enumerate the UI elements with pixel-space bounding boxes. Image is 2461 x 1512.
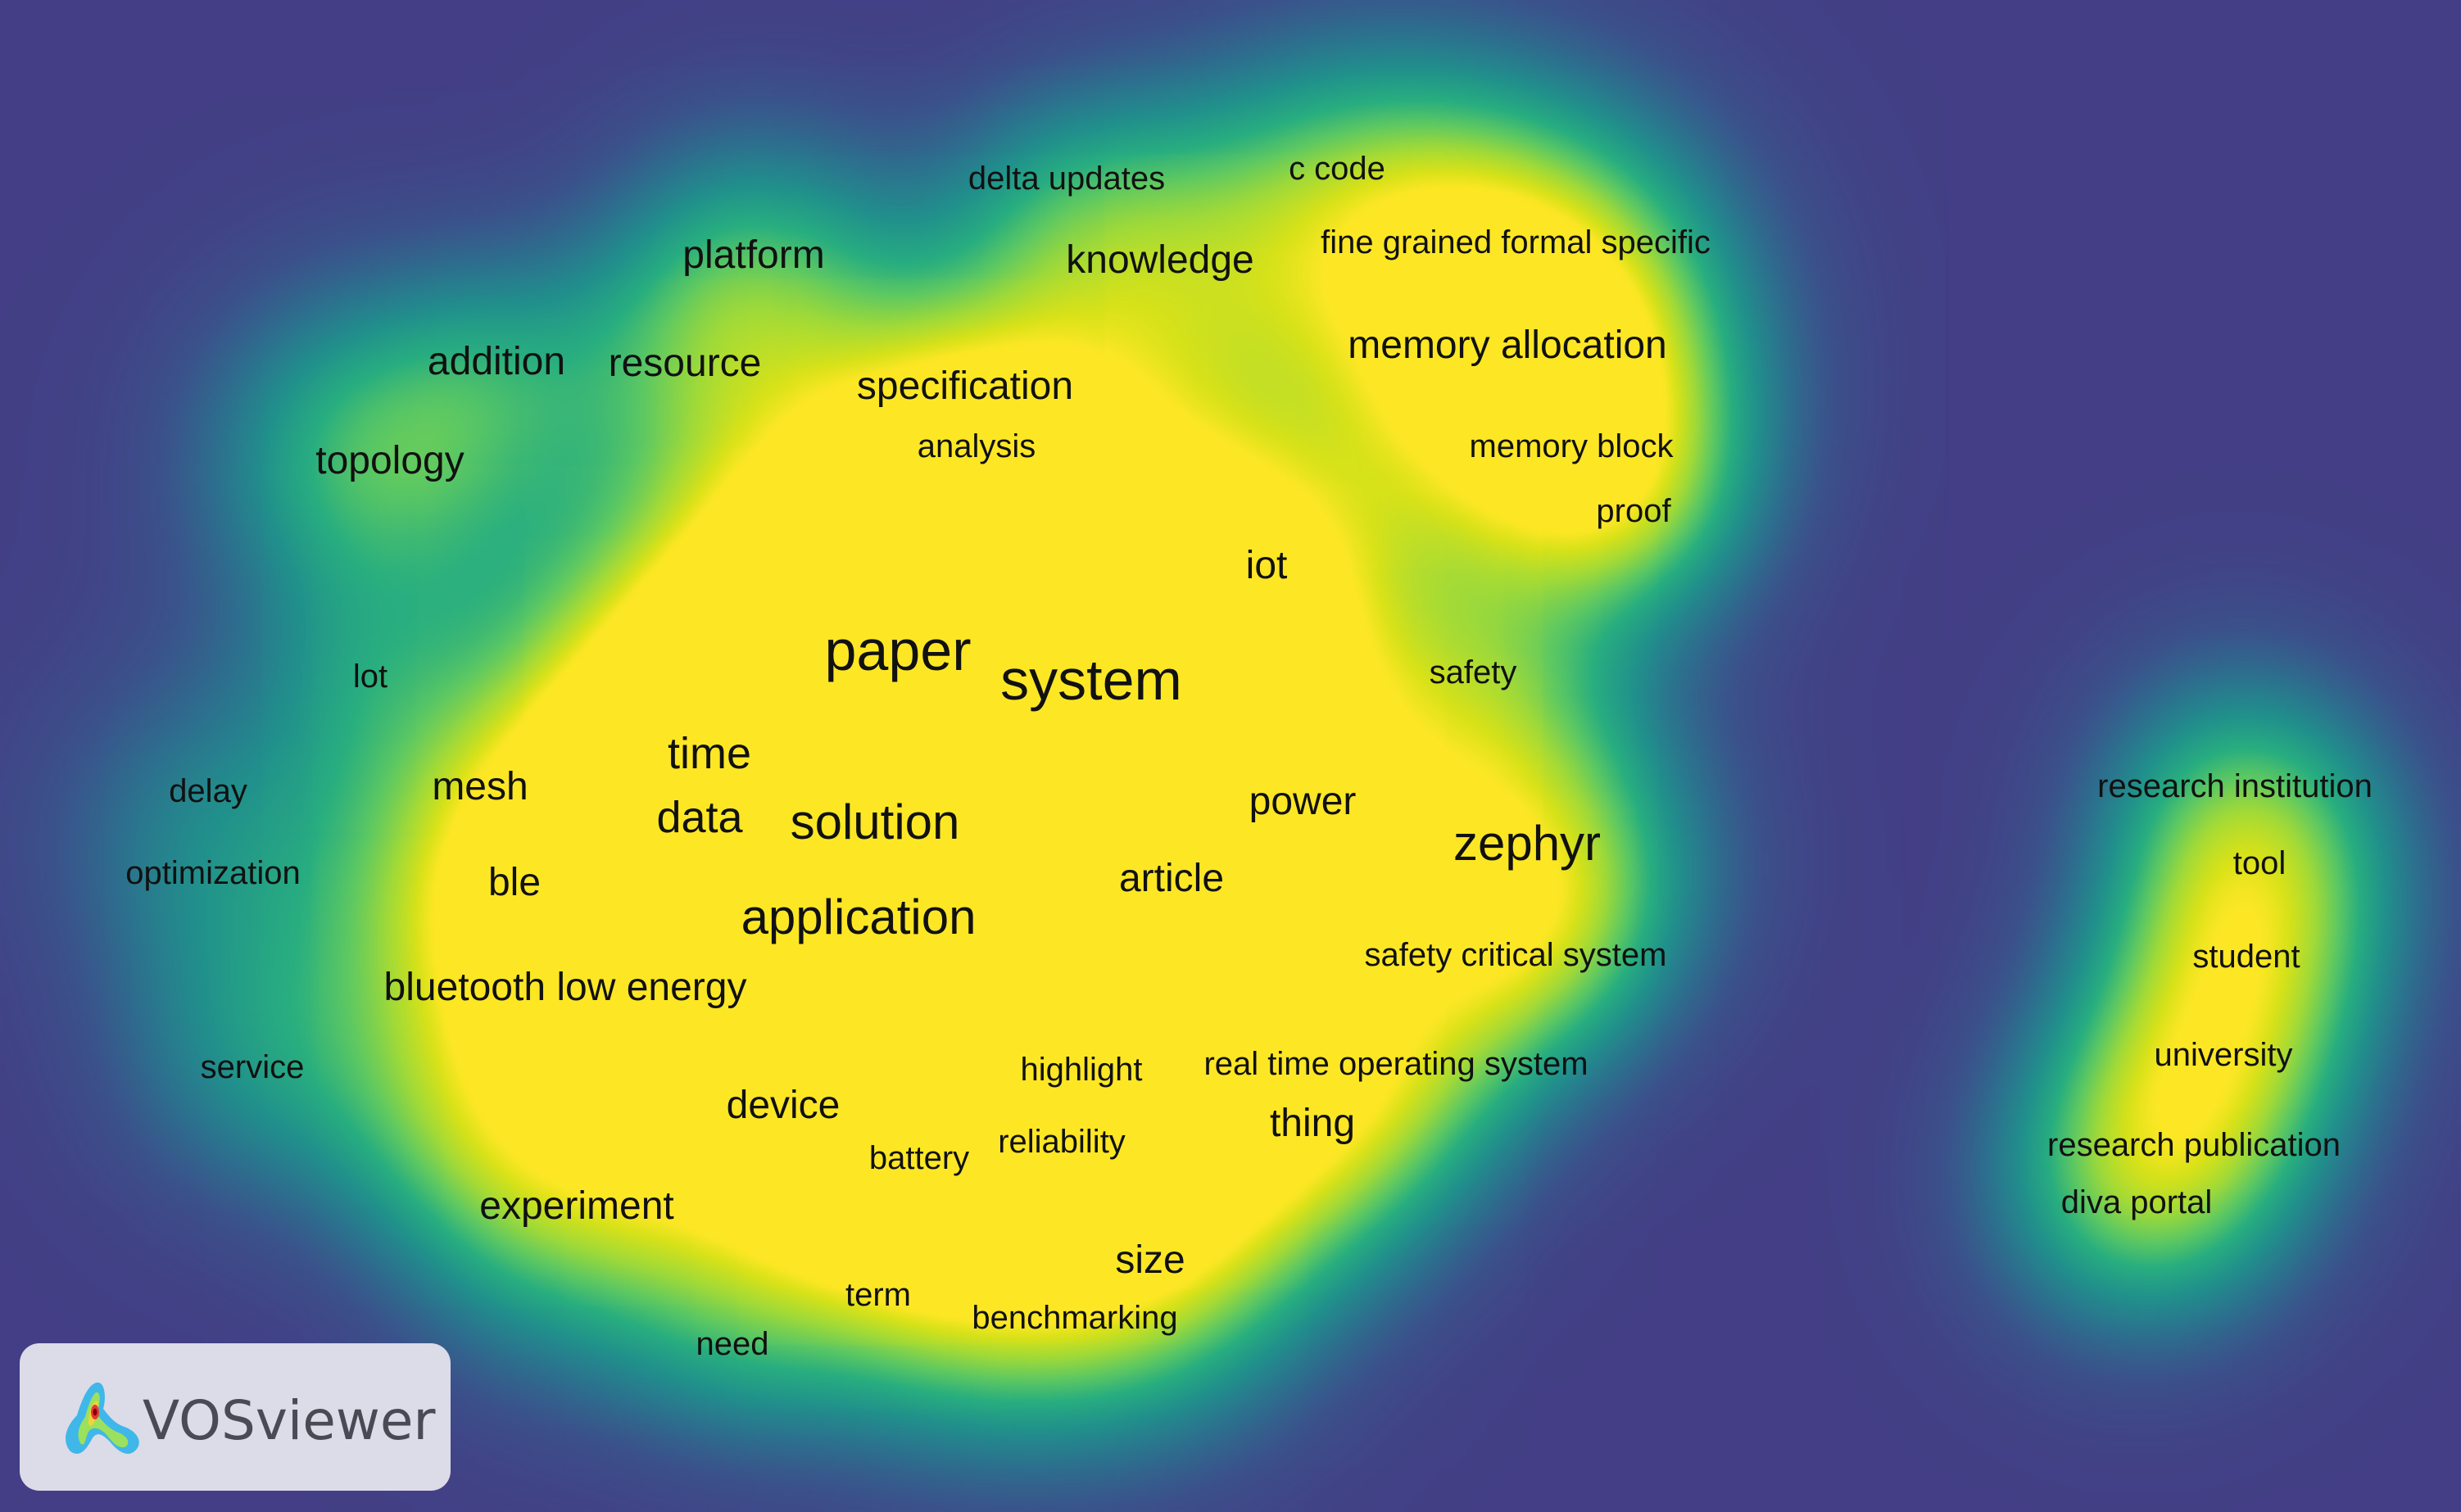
term-ble[interactable]: ble [487, 861, 542, 904]
term-diva-portal[interactable]: diva portal [2060, 1184, 2213, 1220]
term-benchmarking[interactable]: benchmarking [972, 1300, 1178, 1336]
term-c-code[interactable]: c code [1289, 151, 1385, 187]
term-reliability[interactable]: reliability [998, 1124, 1126, 1160]
term-solution[interactable]: solution [790, 794, 960, 849]
term-addition[interactable]: addition [427, 340, 566, 383]
term-research-institution[interactable]: research institution [2097, 768, 2373, 804]
term-resource[interactable]: resource [608, 342, 762, 385]
term-article[interactable]: article [1118, 857, 1225, 900]
term-device[interactable]: device [726, 1084, 841, 1127]
term-paper[interactable]: paper [824, 618, 972, 682]
term-safety[interactable]: safety [1429, 654, 1517, 690]
term-delta-updates[interactable]: delta updates [968, 161, 1166, 197]
term-application[interactable]: application [741, 890, 977, 944]
term-delay[interactable]: delay [169, 773, 247, 809]
term-fine-grained-formal-specific[interactable]: fine grained formal specific [1321, 224, 1711, 260]
term-highlight[interactable]: highlight [1020, 1052, 1143, 1088]
term-analysis[interactable]: analysis [917, 428, 1036, 464]
term-battery[interactable]: battery [868, 1140, 970, 1176]
term-optimization[interactable]: optimization [125, 855, 301, 891]
term-system[interactable]: system [1000, 648, 1182, 712]
term-knowledge[interactable]: knowledge [1066, 238, 1254, 282]
term-size[interactable]: size [1115, 1238, 1185, 1282]
term-bluetooth-low-energy[interactable]: bluetooth low energy [383, 966, 747, 1009]
term-data[interactable]: data [656, 793, 743, 842]
term-tool[interactable]: tool [2232, 845, 2287, 881]
term-platform[interactable]: platform [682, 233, 825, 277]
term-thing[interactable]: thing [1269, 1102, 1356, 1145]
term-university[interactable]: university [2154, 1037, 2293, 1073]
term-lot[interactable]: lot [352, 659, 388, 695]
term-memory-block[interactable]: memory block [1469, 428, 1674, 464]
term-safety-critical-system[interactable]: safety critical system [1364, 937, 1667, 973]
term-iot[interactable]: iot [1245, 544, 1288, 587]
term-research-publication[interactable]: research publication [2047, 1127, 2341, 1163]
term-mesh[interactable]: mesh [432, 765, 528, 808]
term-time[interactable]: time [667, 729, 752, 778]
term-term[interactable]: term [845, 1277, 911, 1313]
term-student[interactable]: student [2192, 939, 2300, 975]
vosviewer-logo-badge: VOSviewer [20, 1343, 451, 1491]
term-proof[interactable]: proof [1596, 493, 1671, 529]
vosviewer-logo-icon [66, 1382, 139, 1454]
term-power[interactable]: power [1249, 780, 1357, 823]
term-need[interactable]: need [696, 1326, 769, 1362]
term-zephyr[interactable]: zephyr [1453, 816, 1602, 871]
term-topology[interactable]: topology [315, 439, 465, 482]
term-specification[interactable]: specification [856, 364, 1074, 408]
term-memory-allocation[interactable]: memory allocation [1348, 324, 1667, 367]
term-service[interactable]: service [200, 1049, 305, 1085]
term-experiment[interactable]: experiment [479, 1184, 674, 1228]
term-real-time-operating-system[interactable]: real time operating system [1203, 1046, 1589, 1082]
vosviewer-logo-text: VOSviewer [143, 1389, 436, 1452]
